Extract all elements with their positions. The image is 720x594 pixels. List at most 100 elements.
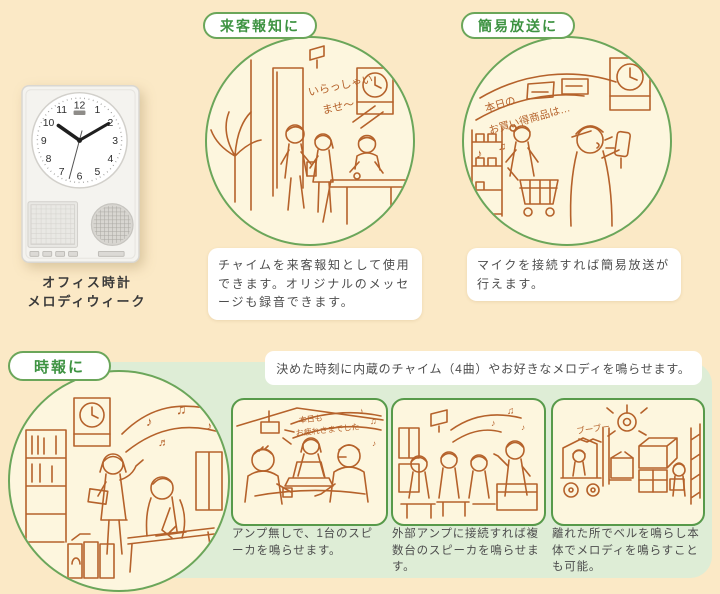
- meeting-table: [254, 489, 366, 497]
- clock-number: 1: [94, 105, 100, 116]
- visitor-woman-figure: [309, 133, 334, 213]
- forklift: [560, 427, 634, 498]
- clock-brand-logo: [73, 110, 86, 115]
- reception-counter: [322, 179, 406, 225]
- ceiling-lines: [236, 407, 384, 427]
- caption-visitor: チャイムを来客報知として使用できます。オリジナルのメッセージも録音できます。: [208, 248, 422, 320]
- plant: [210, 111, 262, 203]
- clock-number: 10: [43, 118, 55, 129]
- clock-product-image: 12 1 2 3 4 5 6 7 8 9 10 11: [21, 84, 140, 264]
- clock-number: 3: [112, 136, 118, 147]
- shopper-figure: [505, 124, 539, 177]
- seated-man-figure: [145, 476, 186, 539]
- clock-number: 11: [56, 105, 67, 116]
- worker-figure: [669, 462, 686, 497]
- clock-number: 5: [94, 167, 100, 178]
- counter-bell: [353, 172, 361, 180]
- caption-external-amp: 外部アンプに接続すれば複数台のスピーカを鳴らせます。: [392, 528, 540, 574]
- broadcast-speech: 本日の お買い得商品は… ♪ ♫: [476, 94, 572, 161]
- file-stack: [67, 533, 115, 579]
- ceiling-speaker: [309, 45, 325, 69]
- caption-broadcast: マイクを接続すれば簡易放送が行えます。: [467, 248, 681, 302]
- music-note-icon: ♪: [491, 418, 496, 428]
- stacked-boxes: [638, 437, 678, 493]
- illustration-reception: いらっしゃい ませ〜: [205, 36, 415, 246]
- clock-number: 6: [77, 172, 83, 183]
- standing-woman-figure: [87, 453, 144, 555]
- music-note-icon: ♫: [498, 141, 506, 153]
- music-note-icon: ♫: [507, 406, 515, 417]
- ceiling-speaker: [260, 410, 295, 445]
- students-figures: [400, 451, 496, 519]
- section-label-visitor: 来客報知に: [203, 12, 317, 39]
- windows: [398, 427, 420, 493]
- wall-clock-drawing: [73, 397, 111, 447]
- illustration-warehouse: ブーブー: [551, 398, 705, 526]
- classroom-drawing: ♪ ♫ ♪: [398, 406, 538, 519]
- clock-speaker: [90, 203, 134, 246]
- visitor-man-figure: [280, 124, 317, 211]
- music-note-icon: ♪: [521, 423, 525, 432]
- music-note-icon: ♪: [206, 419, 212, 433]
- caption-visitor-text: チャイムを来客報知として使用できます。オリジナルのメッセージも録音できます。: [218, 258, 411, 310]
- caption-remote-bell: 離れた所でベルを鳴らし本体でメロディを鳴らすことも可能。: [552, 528, 700, 574]
- teacher-figure: [493, 440, 531, 497]
- bell-sound: ブーブー: [576, 421, 611, 436]
- bookshelf: [25, 429, 67, 547]
- wall-speaker: [430, 409, 448, 433]
- meeting-drawing: 本日も お疲れさまでした ♪ ♫ ♪: [236, 406, 384, 505]
- broadcast-speech-line1: 本日の: [483, 94, 517, 115]
- store-shelves: [471, 127, 503, 219]
- product-name-line1: オフィス時計: [42, 275, 132, 290]
- reception-drawing: いらっしゃい ませ〜: [210, 45, 406, 225]
- chime-lines: [352, 105, 384, 129]
- section-label-timesignal: 時報に: [8, 351, 112, 381]
- receptionist-figure: [349, 134, 384, 174]
- right-person-figure: [314, 444, 369, 503]
- section-label-timesignal-text: 時報に: [34, 358, 86, 376]
- clock-face: 12 1 2 3 4 5 6 7 8 9 10 11: [31, 91, 128, 189]
- clock-buttons: [29, 250, 125, 257]
- illustration-meeting: 本日も お疲れさまでした ♪ ♫ ♪: [231, 398, 388, 526]
- music-note-icon: ♪: [476, 146, 483, 161]
- left-person-figure: [244, 445, 293, 505]
- classroom-notes: ♪ ♫ ♪: [491, 406, 525, 432]
- rack: [690, 423, 701, 505]
- woman-at-table-figure: [297, 437, 325, 477]
- clerk-figure: [569, 125, 632, 227]
- greeting-speech-line2: ませ〜: [321, 97, 356, 117]
- bell-sound-text: ブーブー: [576, 421, 611, 436]
- laptop: [284, 461, 334, 487]
- product-photo: 12 1 2 3 4 5 6 7 8 9 10 11: [21, 84, 140, 264]
- office-drawing: ♪ ♫ ♪ ♬: [25, 397, 227, 579]
- music-note-icon: ♬: [158, 437, 169, 449]
- caption-speaker-single: アンプ無しで、1台のスピーカを鳴らせます。: [232, 528, 373, 557]
- section-label-broadcast-text: 簡易放送に: [478, 17, 558, 34]
- office-notes: ♪ ♫ ♪ ♬: [146, 401, 212, 449]
- clock-number: 8: [46, 154, 52, 165]
- illustration-classroom: ♪ ♫ ♪: [391, 398, 546, 526]
- timesignal-header: 決めた時刻に内蔵のチャイム（4曲）やお好きなメロディを鳴らせます。: [265, 351, 702, 385]
- music-note-icon: ♪: [146, 414, 153, 429]
- music-note-icon: ♫: [370, 416, 377, 426]
- greeting-speech-line1: いらっしゃい: [307, 72, 374, 98]
- clock-number: 4: [108, 154, 114, 165]
- warehouse-drawing: ブーブー: [560, 404, 701, 505]
- caption-broadcast-text: マイクを接続すれば簡易放送が行えます。: [477, 258, 670, 291]
- music-note-icon: ♪: [372, 439, 376, 448]
- clock-number: 7: [59, 167, 65, 178]
- clock-control-panel: [27, 201, 79, 248]
- clock-numerals: 12 1 2 3 4 5 6 7 8 9 10 11: [41, 101, 118, 183]
- melody-banner: [290, 411, 382, 439]
- bell: [606, 404, 648, 437]
- section-label-visitor-text: 来客報知に: [220, 17, 300, 34]
- podium: [496, 483, 538, 511]
- shopping-cart: [507, 167, 559, 217]
- store-signs: [526, 78, 589, 100]
- illustration-store: 本日の お買い得商品は… ♪ ♫: [462, 36, 672, 246]
- timesignal-header-text: 決めた時刻に内蔵のチャイム（4曲）やお好きなメロディを鳴らせます。: [276, 361, 691, 376]
- store-drawing: 本日の お買い得商品は… ♪ ♫: [471, 57, 651, 227]
- clock-number: 12: [74, 101, 86, 112]
- product-name-line2: メロディウィーク: [27, 293, 147, 309]
- music-note-icon: ♪: [359, 406, 364, 416]
